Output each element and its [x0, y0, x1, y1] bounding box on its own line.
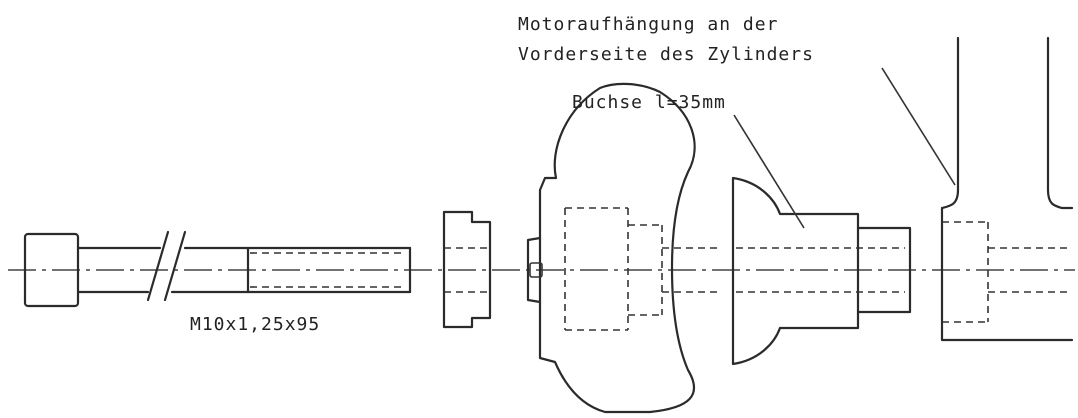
spacer-part	[442, 210, 492, 329]
mount-label-line1: Motoraufhängung an der	[518, 14, 778, 35]
bolt-label: M10x1,25x95	[190, 314, 320, 335]
break-mark	[163, 230, 187, 302]
leader-line-bushing	[733, 114, 805, 229]
break-mark	[146, 230, 170, 302]
mount-label-line2: Vorderseite des Zylinders	[518, 44, 814, 65]
rubber-mount-part	[526, 82, 720, 414]
bushing-part	[731, 176, 912, 366]
bolt-part	[23, 230, 412, 308]
cylinder-mount-part	[940, 36, 1074, 342]
bushing-label: Buchse l=35mm	[572, 92, 726, 113]
leader-line-mount	[881, 67, 956, 186]
